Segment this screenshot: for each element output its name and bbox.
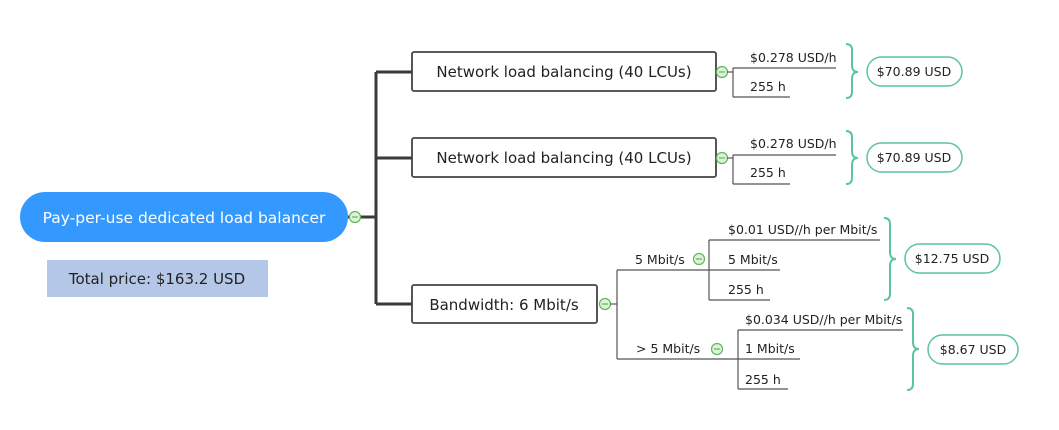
network-lb-hours-2: 255 h [750,165,786,180]
root-collapse-toggle[interactable] [348,210,362,224]
root-label: Pay-per-use dedicated load balancer [43,209,326,227]
root-node[interactable]: Pay-per-use dedicated load balancer [20,192,348,242]
tier-hours-2: 255 h [745,372,781,387]
network-lb-label-2: Network load balancing (40 LCUs) [436,149,691,167]
network-lb-node-2[interactable]: Network load balancing (40 LCUs) [411,137,717,178]
tier-price-2: $8.67 USD [927,334,1019,365]
network-lb-price-label-1: $70.89 USD [877,64,951,79]
tier-details-2 [700,329,903,390]
bandwidth-connectors [610,269,700,360]
network-lb-details-1 [727,67,836,98]
network-lb-price-1: $70.89 USD [866,56,963,87]
tier-brace-2 [906,307,920,391]
tier-rate-2: $0.034 USD//h per Mbit/s [745,312,902,327]
tier-price-label-2: $8.67 USD [940,342,1006,357]
tier-toggle-1[interactable] [692,252,706,266]
total-price-label: Total price: $163.2 USD [68,270,245,288]
tier-amount-1: 5 Mbit/s [728,252,778,267]
tier-details-1 [688,239,880,301]
tier-price-label-1: $12.75 USD [915,251,989,266]
bandwidth-node[interactable]: Bandwidth: 6 Mbit/s [411,284,598,324]
root-connectors [348,70,412,306]
network-lb-brace-1 [845,43,859,99]
network-lb-toggle-2[interactable] [715,151,729,165]
tier-brace-1 [883,217,897,301]
network-lb-price-label-2: $70.89 USD [877,150,951,165]
bandwidth-label: Bandwidth: 6 Mbit/s [429,296,579,314]
network-lb-label-1: Network load balancing (40 LCUs) [436,63,691,81]
tier-rate-1: $0.01 USD//h per Mbit/s [728,222,877,237]
bandwidth-toggle[interactable] [598,297,612,311]
tier-label-2: > 5 Mbit/s [636,341,700,356]
network-lb-price-2: $70.89 USD [866,142,963,173]
network-lb-node-1[interactable]: Network load balancing (40 LCUs) [411,51,717,92]
total-price-box: Total price: $163.2 USD [47,260,268,297]
tier-hours-1: 255 h [728,282,764,297]
tier-price-1: $12.75 USD [904,243,1001,274]
tier-toggle-2[interactable] [710,342,724,356]
network-lb-details-2 [727,154,836,185]
network-lb-toggle-1[interactable] [715,65,729,79]
tier-amount-2: 1 Mbit/s [745,341,795,356]
tier-label-1: 5 Mbit/s [635,252,685,267]
network-lb-hours-1: 255 h [750,79,786,94]
network-lb-rate-2: $0.278 USD/h [750,136,837,151]
network-lb-brace-2 [845,130,859,185]
network-lb-rate-1: $0.278 USD/h [750,50,837,65]
